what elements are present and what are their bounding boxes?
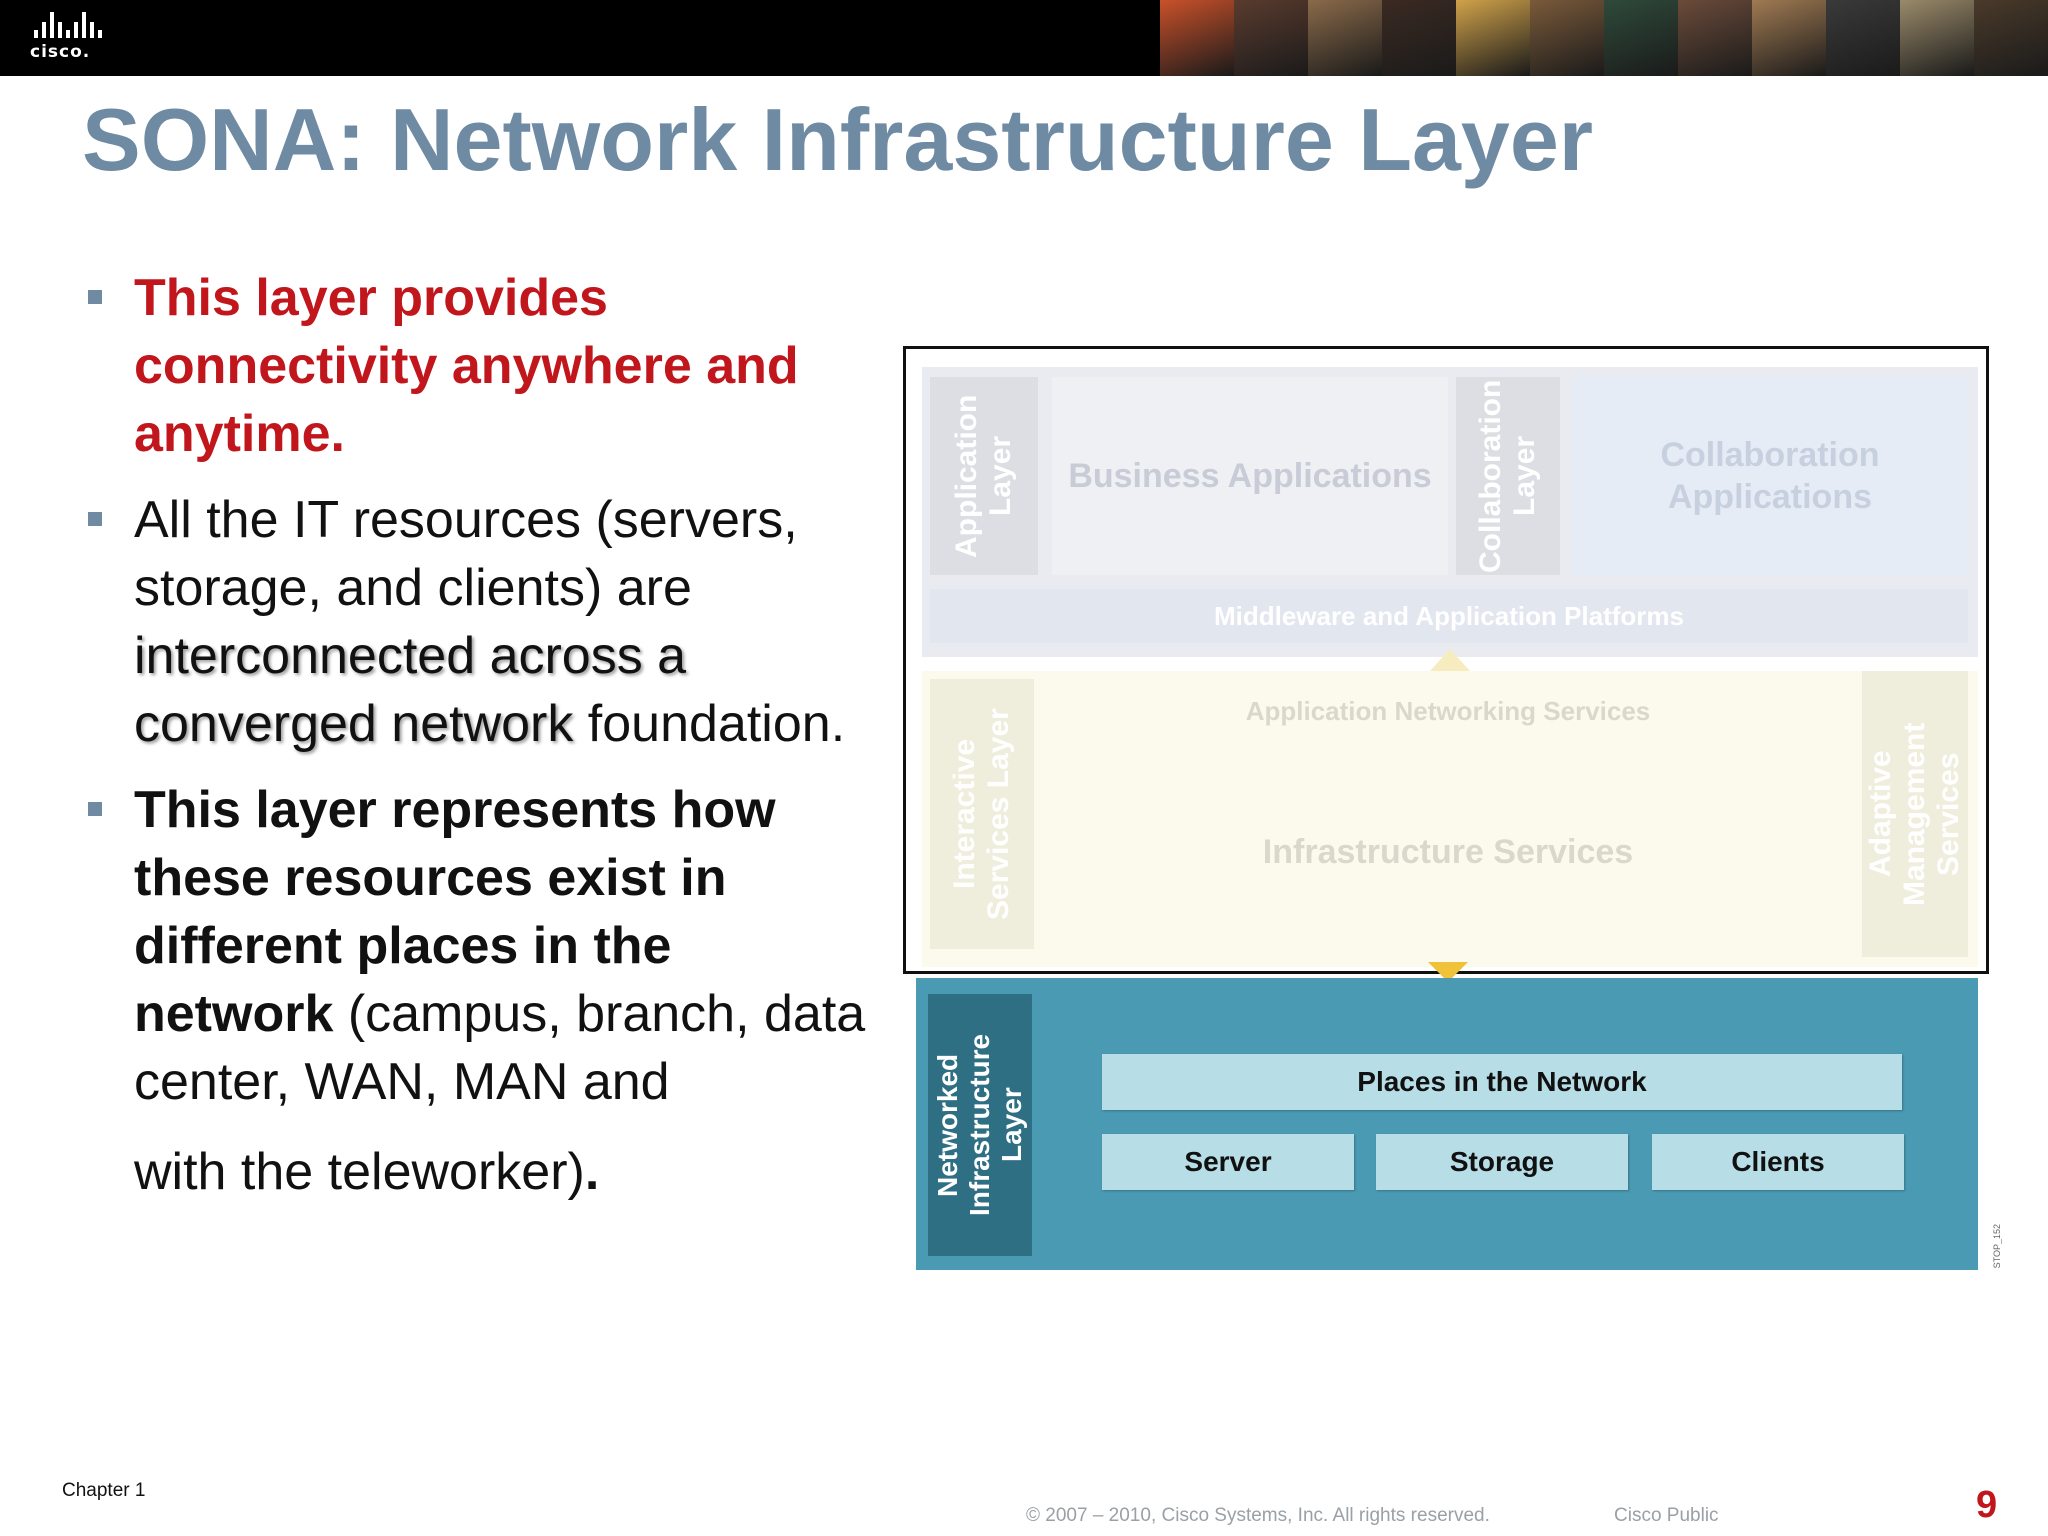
bullet-places: This layer represents how these resource… (84, 776, 874, 1206)
adaptive-management-services-label: Adaptive Management Services (1864, 722, 1965, 906)
adaptive-management-services-box: Adaptive Management Services (1862, 671, 1968, 957)
networked-infrastructure-panel: Networked Infrastructure Layer Places in… (916, 978, 1978, 1270)
collaboration-applications-box: Collaboration Applications (1572, 377, 1968, 575)
sona-diagram: Application Layer Business Applications … (900, 346, 2004, 1276)
photo-tile (1752, 0, 1826, 76)
photo-tile (1900, 0, 1974, 76)
bullet-places-text: (campus, branch, data center, WAN, MAN a… (134, 985, 866, 1111)
business-applications-box: Business Applications (1052, 377, 1448, 575)
interactive-services-layer-box: Interactive Services Layer (930, 679, 1034, 949)
classification-label: Cisco Public (1614, 1505, 1719, 1526)
photo-tile (1604, 0, 1678, 76)
clients-label: Clients (1731, 1146, 1825, 1177)
clients-box: Clients (1652, 1134, 1904, 1190)
photo-tile (1382, 0, 1456, 76)
upper-layers-frame: Application Layer Business Applications … (903, 346, 1989, 974)
top-banner: cisco. (0, 0, 2048, 76)
chapter-label: Chapter 1 (62, 1480, 146, 1501)
bullet-marker-icon (88, 290, 102, 304)
storage-box: Storage (1376, 1134, 1628, 1190)
bullet-places-period: . (584, 1143, 600, 1201)
photo-tile (1234, 0, 1308, 76)
bullet-it-resources-end: foundation. (573, 695, 846, 753)
server-label: Server (1184, 1146, 1272, 1177)
copyright-notice: © 2007 – 2010, Cisco Systems, Inc. All r… (1026, 1505, 1490, 1526)
photo-tile (1826, 0, 1900, 76)
arrow-up-icon (1430, 649, 1470, 671)
bullet-marker-icon (88, 512, 102, 526)
bullet-connectivity: This layer provides connectivity anywher… (84, 264, 874, 468)
application-layer-box: Application Layer (930, 377, 1038, 575)
cisco-wordmark: cisco. (30, 42, 91, 62)
application-band: Application Layer Business Applications … (922, 367, 1978, 657)
interactive-services-layer-label: Interactive Services Layer (948, 708, 1015, 920)
cisco-bars-icon (34, 12, 120, 38)
collaboration-layer-label: Collaboration Layer (1474, 379, 1541, 573)
figure-code: STOP_152 (1992, 1223, 2002, 1268)
application-networking-services-label: Application Networking Services (1245, 695, 1651, 726)
photo-tile (1456, 0, 1530, 76)
collaboration-applications-label: Collaboration Applications (1660, 436, 1880, 516)
application-layer-label: Application Layer (950, 394, 1017, 558)
bullet-places-teleworker: with the teleworker) (134, 1143, 585, 1201)
infrastructure-services-label: Infrastructure Services (1262, 833, 1634, 871)
places-in-the-network-box: Places in the Network (1102, 1054, 1902, 1110)
networked-infrastructure-layer-box: Networked Infrastructure Layer (928, 994, 1032, 1256)
photo-tile (1678, 0, 1752, 76)
business-applications-label: Business Applications (1068, 457, 1432, 495)
bullet-places-last-line: with the teleworker). (134, 1138, 874, 1206)
page-number: 9 (1976, 1484, 1998, 1526)
middleware-box: Middleware and Application Platforms (930, 589, 1968, 643)
places-in-the-network-label: Places in the Network (1357, 1066, 1647, 1097)
bullet-connectivity-text: This layer provides connectivity anywher… (134, 269, 799, 463)
collaboration-layer-box: Collaboration Layer (1456, 377, 1560, 575)
bullet-it-resources-text: All the IT resources (servers, storage, … (134, 491, 798, 617)
server-box: Server (1102, 1134, 1354, 1190)
arrow-down-icon (1428, 962, 1468, 982)
networked-infrastructure-layer-label: Networked Infrastructure Layer (932, 1033, 1027, 1217)
application-networking-services-box: Application Networking Services (1046, 679, 1850, 743)
photo-strip (1160, 0, 2048, 76)
photo-tile (1974, 0, 2048, 76)
bullet-list: This layer provides connectivity anywher… (84, 264, 874, 1224)
photo-tile (1160, 0, 1234, 76)
storage-label: Storage (1449, 1146, 1555, 1177)
photo-tile (1308, 0, 1382, 76)
interactive-services-band: Interactive Services Layer Application N… (922, 671, 1978, 967)
infrastructure-services-box: Infrastructure Services (1046, 755, 1850, 949)
bullet-it-resources: All the IT resources (servers, storage, … (84, 486, 874, 758)
slide-title: SONA: Network Infrastructure Layer (82, 90, 1594, 189)
middleware-label: Middleware and Application Platforms (1214, 600, 1684, 631)
bullet-marker-icon (88, 802, 102, 816)
cisco-logo: cisco. (30, 12, 120, 64)
bullet-places-bold: This layer represents how these resource… (134, 781, 776, 1043)
photo-tile (1530, 0, 1604, 76)
bullet-it-resources-emphasis: interconnected across a converged networ… (134, 627, 687, 753)
